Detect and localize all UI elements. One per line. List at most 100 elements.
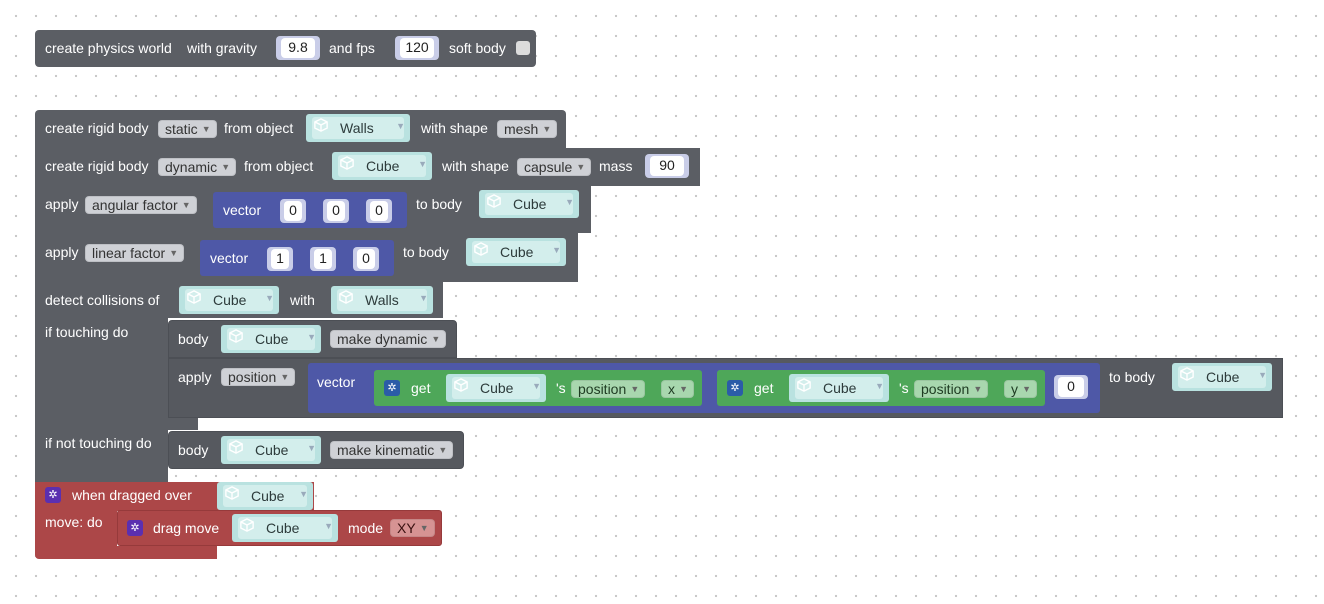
apply-property-value: position <box>228 369 277 385</box>
body-selector[interactable]: Cube ▼ <box>466 238 566 266</box>
mass-label: mass <box>599 158 633 174</box>
mass-input[interactable]: 90 <box>650 156 684 176</box>
chevron-down-icon: ▼ <box>307 443 316 453</box>
body-type-dropdown[interactable]: static▼ <box>158 120 217 138</box>
apply-position-block[interactable]: apply position▼ vector ✲ get Cube ▼ 's p… <box>168 358 1283 418</box>
body-action-dropdown[interactable]: make kinematic▼ <box>330 441 454 459</box>
body-selector[interactable]: Cube ▼ <box>1172 363 1272 391</box>
body-action-dropdown[interactable]: make dynamic▼ <box>330 330 447 348</box>
mode-dropdown[interactable]: XY▼ <box>390 519 435 537</box>
chevron-down-icon: ▼ <box>265 293 274 303</box>
drag-object-selector[interactable]: Cube ▼ <box>217 482 313 510</box>
body-selector[interactable]: Cube ▼ <box>221 436 321 464</box>
vector-x-input[interactable]: 0 <box>284 201 302 221</box>
gear-icon: ✲ <box>127 520 143 536</box>
rigid-body-static-block[interactable]: create rigid body static▼ from object Wa… <box>35 110 566 148</box>
body-type-dropdown[interactable]: dynamic▼ <box>158 158 237 176</box>
if-not-touching-label: if not touching do <box>45 435 152 451</box>
gear-icon: ✲ <box>384 380 400 396</box>
physics-world-block[interactable]: create physics world with gravity 9.8 an… <box>35 30 536 67</box>
soft-body-checkbox[interactable] <box>516 41 530 55</box>
vector-z-input[interactable]: 0 <box>357 249 375 269</box>
cube-icon <box>229 440 243 454</box>
chevron-down-icon: ▼ <box>181 200 191 210</box>
body-selector[interactable]: Cube ▼ <box>479 190 579 218</box>
chevron-down-icon: ▼ <box>542 124 552 134</box>
get-property-dropdown[interactable]: position▼ <box>571 380 646 398</box>
fps-label: and fps <box>329 40 375 56</box>
cube-icon <box>339 290 353 304</box>
get-axis-dropdown[interactable]: x▼ <box>661 380 694 398</box>
get-object-selector[interactable]: Cube ▼ <box>789 374 889 402</box>
body-selector[interactable]: Cube ▼ <box>221 325 321 353</box>
chevron-down-icon: ▼ <box>1258 370 1267 380</box>
collision-object-selector[interactable]: Cube ▼ <box>179 286 279 314</box>
collision-other-value: Walls <box>337 289 427 311</box>
cube-icon <box>314 118 328 132</box>
get-axis-dropdown[interactable]: y▼ <box>1004 380 1037 398</box>
chevron-down-icon: ▼ <box>419 523 429 533</box>
detect-label: detect collisions of <box>45 292 160 308</box>
apply-linear-block[interactable]: apply linear factor▼ vector 1 1 0 to bod… <box>35 233 578 282</box>
chevron-down-icon: ▼ <box>679 384 688 394</box>
cube-icon <box>340 156 354 170</box>
apply-label: apply <box>178 369 212 385</box>
vector-x-input[interactable]: 1 <box>271 249 289 269</box>
vector-z-input[interactable]: 0 <box>370 201 388 221</box>
get-x-block[interactable]: ✲ get Cube ▼ 's position▼ x▼ <box>374 370 702 406</box>
gear-icon: ✲ <box>727 380 743 396</box>
chevron-down-icon: ▼ <box>875 381 884 391</box>
detect-collisions-block[interactable]: detect collisions of Cube ▼ with Walls ▼ <box>35 282 443 318</box>
chevron-down-icon: ▼ <box>299 489 308 499</box>
body-make-kinematic-block[interactable]: body Cube ▼ make kinematic▼ <box>168 431 464 469</box>
rigid-body-dynamic-block[interactable]: create rigid body dynamic▼ from object C… <box>35 148 700 186</box>
chevron-down-icon: ▼ <box>307 332 316 342</box>
property-dropdown[interactable]: angular factor▼ <box>85 196 197 214</box>
body-action-value: make dynamic <box>337 331 428 347</box>
vector-block[interactable]: vector ✲ get Cube ▼ 's position▼ x▼ ✲ ge… <box>308 363 1100 413</box>
drag-move-object-selector[interactable]: Cube ▼ <box>232 514 338 542</box>
get-axis-value: y <box>1011 381 1018 397</box>
object-selector[interactable]: Cube ▼ <box>332 152 432 180</box>
chevron-down-icon: ▼ <box>419 293 428 303</box>
property-dropdown[interactable]: linear factor▼ <box>85 244 185 262</box>
vector-y-input[interactable]: 0 <box>327 201 345 221</box>
fps-input[interactable]: 120 <box>400 38 434 58</box>
from-object-label: from object <box>244 158 314 174</box>
collision-other-selector[interactable]: Walls ▼ <box>331 286 433 314</box>
chevron-down-icon: ▼ <box>973 384 983 394</box>
drag-event-spine: move: do <box>35 511 117 559</box>
get-object-selector[interactable]: Cube ▼ <box>446 374 546 402</box>
shape-dropdown[interactable]: capsule▼ <box>517 158 592 176</box>
vector-z-input[interactable]: 0 <box>1058 377 1084 397</box>
drag-move-label: drag move <box>153 520 220 536</box>
drag-event-block[interactable]: ✲ when dragged over Cube ▼ <box>35 482 314 511</box>
from-object-label: from object <box>224 120 294 136</box>
get-property-dropdown[interactable]: position▼ <box>914 380 989 398</box>
possessive-label: 's <box>899 380 909 396</box>
object-value: Cube <box>338 155 426 177</box>
apply-angular-block[interactable]: apply angular factor▼ vector 0 0 0 to bo… <box>35 186 591 233</box>
property-value: angular factor <box>92 197 178 213</box>
vector-block[interactable]: vector 1 1 0 <box>200 240 394 276</box>
chevron-down-icon: ▼ <box>565 197 574 207</box>
rigid-body-label: create rigid body <box>45 120 149 136</box>
shape-value: capsule <box>524 159 573 175</box>
drag-move-block[interactable]: ✲ drag move Cube ▼ mode XY▼ <box>117 510 442 546</box>
body-make-dynamic-block[interactable]: body Cube ▼ make dynamic▼ <box>168 320 457 358</box>
chevron-down-icon: ▼ <box>431 334 441 344</box>
apply-label: apply <box>45 196 79 212</box>
if-block-divider <box>168 418 198 430</box>
object-value: Walls <box>312 117 404 139</box>
object-selector[interactable]: Walls ▼ <box>306 114 410 142</box>
get-y-block[interactable]: ✲ get Cube ▼ 's position▼ y▼ <box>717 370 1045 406</box>
body-value: Cube <box>485 193 573 215</box>
shape-dropdown[interactable]: mesh▼ <box>497 120 558 138</box>
to-body-label: to body <box>1109 369 1155 385</box>
apply-property-dropdown[interactable]: position▼ <box>221 368 296 386</box>
gravity-input[interactable]: 9.8 <box>281 38 315 58</box>
rigid-body-label: create rigid body <box>45 158 149 174</box>
vector-block[interactable]: vector 0 0 0 <box>213 192 407 228</box>
vector-y-input[interactable]: 1 <box>314 249 332 269</box>
body-type-value: static <box>165 121 198 137</box>
